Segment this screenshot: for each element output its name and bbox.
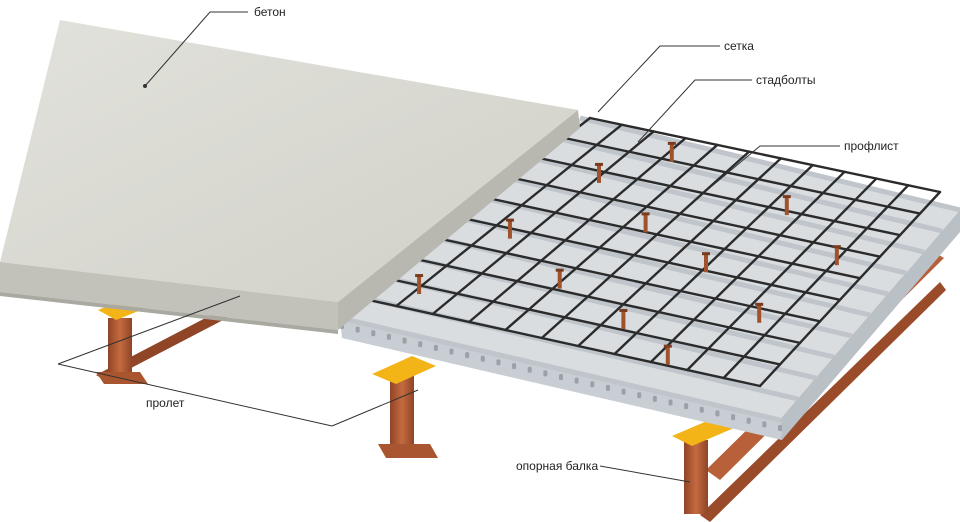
shear-stud bbox=[557, 270, 562, 289]
shear-stud-head bbox=[702, 252, 710, 256]
deck-emboss bbox=[527, 366, 532, 373]
deck-emboss bbox=[449, 348, 454, 355]
deck-emboss bbox=[778, 425, 782, 431]
concrete-slab bbox=[0, 20, 580, 334]
label-span: пролет bbox=[146, 396, 185, 410]
shear-stud-head bbox=[832, 245, 841, 249]
shear-stud-head bbox=[667, 141, 676, 145]
shear-studs bbox=[415, 141, 841, 365]
rebar-transverse bbox=[504, 143, 719, 332]
shear-stud bbox=[757, 304, 762, 323]
rebar-longitudinal bbox=[435, 236, 822, 323]
rebar-transverse bbox=[540, 150, 751, 340]
rebar-transverse bbox=[395, 123, 624, 308]
deck-emboss bbox=[699, 406, 704, 413]
shear-stud-head bbox=[663, 344, 672, 348]
leader-mesh bbox=[597, 45, 720, 113]
rebar-mesh bbox=[358, 116, 942, 388]
rebar-longitudinal bbox=[512, 176, 882, 258]
deck-emboss bbox=[762, 421, 767, 428]
shear-stud bbox=[665, 346, 670, 365]
shear-stud bbox=[507, 220, 512, 239]
deck-emboss bbox=[715, 410, 720, 417]
shear-stud bbox=[704, 254, 708, 273]
rebar-transverse bbox=[467, 136, 687, 324]
leader-studs bbox=[637, 79, 752, 143]
deck-emboss bbox=[605, 384, 610, 391]
shear-stud bbox=[621, 311, 626, 329]
deck-emboss bbox=[402, 337, 407, 344]
leader-lines bbox=[144, 11, 840, 483]
rebar-longitudinal bbox=[486, 196, 862, 280]
label-concrete: бетон bbox=[254, 5, 286, 19]
shear-stud bbox=[834, 247, 839, 266]
leader-deck bbox=[711, 145, 840, 187]
shear-stud-head bbox=[619, 309, 628, 312]
rebar-longitudinal bbox=[358, 296, 762, 388]
rebar-transverse bbox=[722, 184, 910, 380]
rebar-transverse bbox=[686, 177, 878, 372]
label-studs: стадболты bbox=[756, 73, 816, 87]
label-deck: профлист bbox=[844, 139, 899, 153]
rebar-transverse bbox=[649, 170, 846, 364]
label-mesh: сетка bbox=[724, 39, 754, 53]
deck-emboss bbox=[418, 341, 423, 348]
deck-emboss bbox=[355, 326, 360, 333]
rebar-transverse bbox=[576, 157, 783, 348]
rebar-longitudinal bbox=[409, 256, 802, 345]
shear-stud bbox=[597, 164, 601, 183]
shear-stud-head bbox=[782, 195, 791, 199]
deck-emboss bbox=[465, 352, 470, 359]
shear-stud bbox=[669, 143, 674, 162]
deck-rib bbox=[339, 315, 781, 423]
shear-stud-head bbox=[755, 302, 764, 306]
shear-stud-head bbox=[641, 212, 650, 216]
deck-emboss bbox=[668, 399, 673, 406]
span-dimension bbox=[57, 295, 419, 427]
deck-emboss bbox=[386, 333, 391, 340]
support-beam-middle bbox=[372, 356, 438, 458]
rebar-transverse bbox=[613, 163, 814, 356]
label-beam: опорная балка bbox=[516, 459, 599, 473]
deck-emboss bbox=[731, 414, 736, 421]
deck-emboss bbox=[652, 395, 657, 402]
deck-emboss bbox=[543, 370, 548, 377]
leader-concrete bbox=[144, 11, 248, 87]
deck-emboss bbox=[496, 359, 501, 366]
deck-emboss bbox=[684, 403, 689, 410]
shear-stud bbox=[643, 214, 648, 233]
deck-rib bbox=[579, 115, 960, 213]
deck-emboss bbox=[433, 344, 438, 351]
leader-dot-concrete bbox=[143, 84, 147, 88]
rebar-transverse bbox=[431, 130, 655, 316]
leader-beam bbox=[599, 465, 691, 483]
rebar-longitudinal bbox=[563, 136, 922, 215]
deck-emboss bbox=[559, 374, 563, 380]
deck-emboss bbox=[480, 355, 485, 362]
shear-stud bbox=[784, 197, 789, 216]
rebar-longitudinal bbox=[384, 276, 782, 366]
shear-stud-head bbox=[505, 218, 514, 222]
deck-emboss bbox=[621, 388, 626, 395]
deck-emboss bbox=[574, 377, 579, 384]
deck-emboss bbox=[590, 381, 595, 388]
rebar-longitudinal bbox=[461, 216, 842, 301]
shear-stud bbox=[417, 276, 422, 295]
deck-emboss bbox=[637, 392, 642, 399]
shear-stud-head bbox=[415, 274, 424, 278]
deck-emboss bbox=[746, 417, 751, 424]
pad-middle bbox=[372, 356, 436, 384]
shear-stud-head bbox=[595, 162, 603, 166]
deck-emboss bbox=[371, 330, 376, 337]
deck-emboss bbox=[512, 363, 517, 370]
shear-stud-head bbox=[555, 268, 564, 272]
rebar-transverse bbox=[758, 190, 942, 388]
